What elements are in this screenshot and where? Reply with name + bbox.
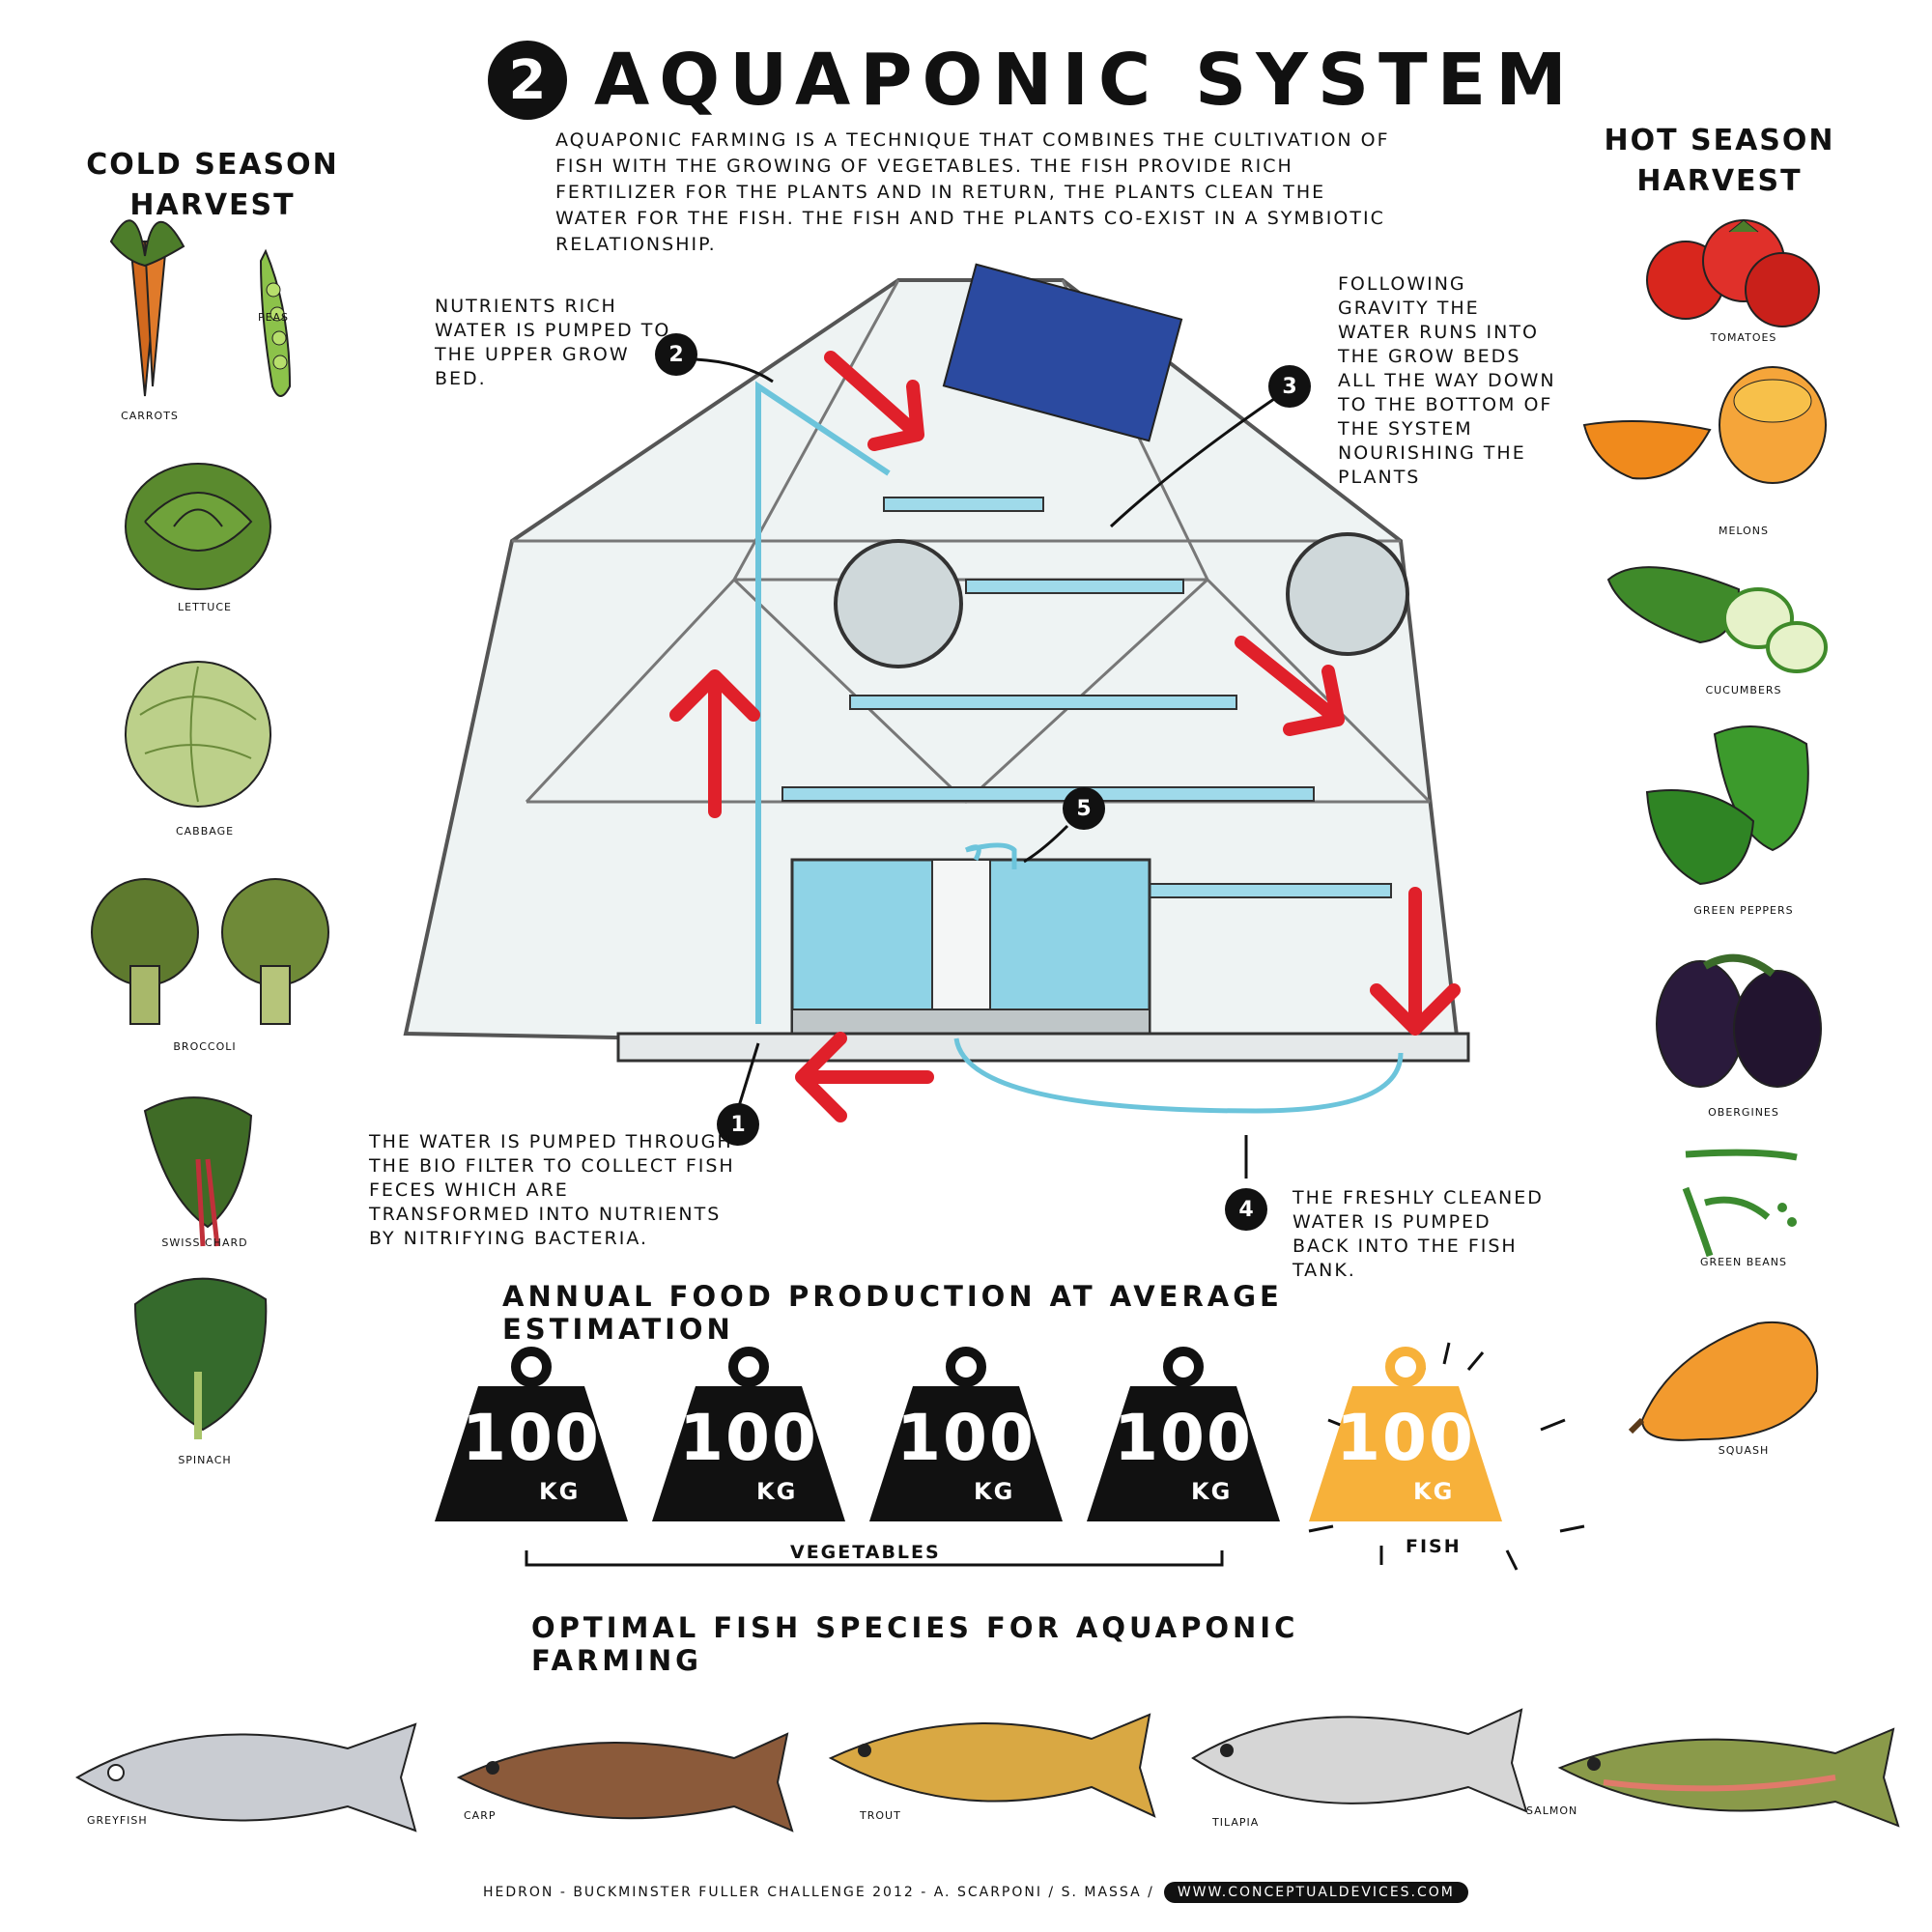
cabbage-icon	[125, 661, 271, 808]
fish-label-greyfish: Greyfish	[87, 1814, 148, 1827]
hot-season-title-line2: Harvest	[1636, 164, 1803, 198]
weight-value: 100	[1336, 1401, 1475, 1475]
pump-pipe	[755, 381, 891, 1024]
weight-value: 100	[679, 1401, 818, 1475]
veg-label-green-peppers: Green Peppers	[1693, 904, 1794, 917]
weight-value: 100	[896, 1401, 1036, 1475]
veg-label-peas: Peas	[257, 311, 290, 324]
weight-unit: Kg	[974, 1478, 1015, 1505]
weight-1: 100Kg	[425, 1343, 638, 1526]
veg-label-cucumbers: Cucumbers	[1705, 684, 1782, 696]
credits: Hedron - Buckminster Fuller Challenge 20…	[483, 1882, 1468, 1903]
veg-label-cabbage: Cabbage	[175, 825, 235, 838]
fish-section-title: Optimal fish species for aquaponic farmi…	[531, 1611, 1299, 1677]
weight-2: 100Kg	[642, 1343, 855, 1526]
title-text: Aquaponic System	[594, 39, 1577, 122]
cold-season-title-line2: Harvest	[129, 188, 296, 222]
callout-3-badge: 3	[1268, 365, 1311, 408]
veg-label-carrots: Carrots	[121, 410, 179, 422]
green-beans-icon	[1682, 1149, 1798, 1258]
green-peppers-icon	[1645, 725, 1809, 886]
salmon-icon	[1557, 1727, 1900, 1828]
obergines-icon	[1656, 953, 1822, 1088]
callout-2-text: Nutrients rich water is pumped to the up…	[435, 296, 671, 389]
carp-icon	[456, 1732, 794, 1833]
veg-label-swiss-chard: Swiss Chard	[161, 1236, 248, 1249]
callout-2-badge: 2	[655, 333, 697, 376]
production-title: Annual food production at average estima…	[502, 1280, 1283, 1346]
veg-label-obergines: Obergines	[1708, 1106, 1779, 1119]
swiss-chard-icon	[143, 1096, 253, 1247]
peas-icon	[259, 248, 292, 397]
fish-label-tilapia: Tilapia	[1212, 1816, 1260, 1829]
hot-season-title-line1: Hot Season	[1604, 124, 1835, 157]
weight-value: 100	[462, 1401, 601, 1475]
weight-5: 100Kg	[1299, 1343, 1512, 1526]
weight-icon	[1087, 1347, 1280, 1521]
callout-5-badge: 5	[1063, 787, 1105, 830]
hot-season-title: Hot Season Harvest	[1584, 121, 1855, 202]
website-link[interactable]: www.conceptualdevices.com	[1163, 1882, 1468, 1903]
cold-season-title-line1: Cold Season	[86, 148, 339, 182]
weight-unit: Kg	[756, 1478, 798, 1505]
callout-4-badge: 4	[1225, 1188, 1267, 1231]
weight-icon	[1309, 1347, 1502, 1521]
weight-4: 100Kg	[1077, 1343, 1290, 1526]
flow-arrows	[669, 351, 1461, 1122]
tilapia-icon	[1191, 1708, 1528, 1813]
dome-structure	[403, 263, 1470, 1114]
page-title: 2 Aquaponic System	[488, 37, 1577, 124]
veg-label-lettuce: Lettuce	[177, 601, 232, 613]
vegetables-label: Vegetables	[782, 1542, 949, 1563]
melons-icon	[1582, 366, 1827, 484]
credits-text: Hedron - Buckminster Fuller Challenge 20…	[483, 1885, 1154, 1900]
veg-label-green-beans: Green Beans	[1699, 1256, 1788, 1268]
weight-icon	[652, 1347, 845, 1521]
solar-panel-icon	[942, 263, 1183, 442]
veg-label-spinach: Spinach	[178, 1454, 232, 1466]
callout-leaders	[695, 357, 1291, 1179]
callout-1-badge: 1	[717, 1103, 759, 1146]
fish-label: Fish	[1406, 1536, 1462, 1557]
broccoli-icon	[91, 878, 329, 1025]
spinach-icon	[133, 1277, 268, 1439]
veg-label-squash: Squash	[1718, 1444, 1770, 1457]
lettuce-icon	[125, 463, 271, 590]
fish-label-salmon: Salmon	[1526, 1804, 1578, 1817]
title-number-badge: 2	[488, 41, 567, 120]
squash-icon	[1628, 1321, 1819, 1441]
veg-label-broccoli: Broccoli	[173, 1040, 237, 1053]
veg-label-tomatoes: Tomatoes	[1710, 331, 1777, 344]
callout-4-text: The freshly cleaned water is pumped back…	[1293, 1187, 1544, 1281]
callout-3-text: Following gravity the water runs into th…	[1338, 273, 1556, 488]
fan-icon	[1286, 532, 1409, 656]
weight-icon	[869, 1347, 1063, 1521]
carrots-icon	[109, 219, 185, 397]
weight-icon	[435, 1347, 628, 1521]
vegetables-bracket	[525, 1550, 1224, 1567]
cold-season-title: Cold Season Harvest	[77, 145, 348, 226]
trout-icon	[828, 1713, 1156, 1818]
weight-unit: Kg	[539, 1478, 581, 1505]
veg-label-melons: Melons	[1718, 525, 1770, 537]
weight-value: 100	[1114, 1401, 1253, 1475]
fish-label-trout: Trout	[860, 1809, 901, 1822]
tomatoes-icon	[1646, 219, 1820, 327]
greyfish-icon	[75, 1722, 417, 1833]
fan-icon	[834, 539, 963, 668]
cucumbers-icon	[1606, 566, 1828, 673]
weight-unit: Kg	[1413, 1478, 1455, 1505]
intro-text: Aquaponic farming is a technique that co…	[555, 129, 1390, 255]
weight-unit: Kg	[1191, 1478, 1233, 1505]
callout-1-text: The water is pumped through the bio filt…	[369, 1131, 735, 1249]
weight-3: 100Kg	[860, 1343, 1072, 1526]
fish-label-carp: Carp	[464, 1809, 497, 1822]
